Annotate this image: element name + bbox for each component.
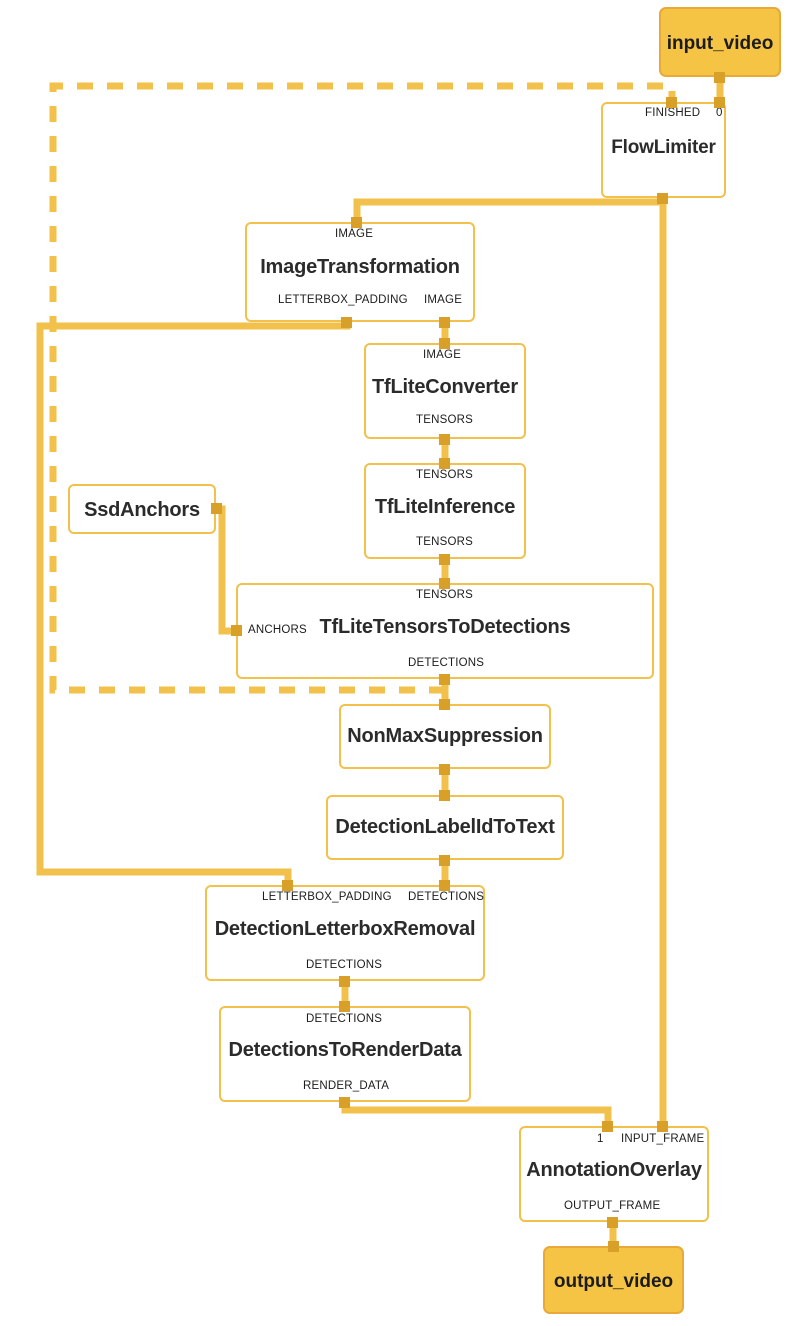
- port-label-annotationoverlay-input-frame: INPUT_FRAME: [621, 1133, 705, 1145]
- node-title-detection-letterbox-removal: DetectionLetterboxRemoval: [214, 918, 476, 940]
- port-label-imagetransformation-letterbox-padding: LETTERBOX_PADDING: [278, 294, 408, 306]
- port-label-tensorstodetections-tensors: TENSORS: [416, 589, 473, 601]
- stream-node-output-video[interactable]: output_video: [543, 1246, 684, 1314]
- node-title-detection-label-id-to-text: DetectionLabelIdToText: [335, 816, 555, 838]
- node-title-annotation-overlay: AnnotationOverlay: [526, 1159, 702, 1181]
- pad-nonmaxsuppression-in: [439, 699, 450, 710]
- node-non-max-suppression[interactable]: NonMaxSuppression: [339, 704, 551, 769]
- pad-renderdata-in: [339, 1001, 350, 1012]
- port-label-tfliteconverter-tensors: TENSORS: [416, 414, 473, 426]
- port-label-annotationoverlay-1: 1: [597, 1133, 604, 1145]
- node-annotation-overlay[interactable]: AnnotationOverlay: [519, 1126, 709, 1222]
- pad-imagetransformation-image-in: [351, 217, 362, 228]
- pad-tensorstodetections-detections-out: [439, 674, 450, 685]
- edge-finished-feedback: [49, 82, 676, 694]
- pad-renderdata-out: [339, 1097, 350, 1108]
- stream-label-input-video: input_video: [666, 33, 774, 54]
- pad-input-video-out: [714, 72, 725, 83]
- port-label-tfliteconverter-image: IMAGE: [423, 349, 462, 361]
- pad-annotationoverlay-1-in: [602, 1121, 613, 1132]
- node-detections-to-render-data[interactable]: DetectionsToRenderData: [219, 1006, 471, 1102]
- port-label-renderdata-detections-in: DETECTIONS: [306, 1013, 383, 1025]
- pad-output-video-in: [608, 1241, 619, 1252]
- node-title-detections-to-render-data: DetectionsToRenderData: [228, 1039, 462, 1061]
- port-label-flowlimiter-finished: FINISHED: [645, 107, 701, 119]
- node-ssd-anchors[interactable]: SsdAnchors: [68, 484, 216, 534]
- pad-imagetransformation-letterbox-padding: [341, 317, 352, 328]
- port-label-imagetransformation-image-out: IMAGE: [424, 294, 463, 306]
- node-title-tflite-inference: TfLiteInference: [374, 496, 516, 518]
- port-label-tensorstodetections-detections: DETECTIONS: [408, 657, 485, 669]
- pad-ssdanchors-out: [211, 503, 222, 514]
- pad-tfliteinference-in: [439, 458, 450, 469]
- stream-label-output-video: output_video: [553, 1271, 674, 1292]
- port-label-flowlimiter-0: 0: [716, 107, 723, 119]
- port-label-letterboxremoval-detections-in: DETECTIONS: [408, 891, 485, 903]
- node-title-tflite-tensors-to-detections: TfLiteTensorsToDetections: [319, 616, 571, 638]
- port-label-tensorstodetections-anchors: ANCHORS: [248, 624, 307, 636]
- port-label-imagetransformation-image-in: IMAGE: [335, 228, 374, 240]
- edge-ssdanchors-to-anchors: [216, 505, 236, 635]
- edge-renderdata-to-annotationoverlay: [341, 1102, 612, 1126]
- port-label-annotationoverlay-output-frame: OUTPUT_FRAME: [564, 1200, 661, 1212]
- node-title-image-transformation: ImageTransformation: [260, 256, 460, 278]
- node-title-tflite-converter: TfLiteConverter: [372, 376, 518, 398]
- pad-tfliteconverter-out: [439, 434, 450, 445]
- pad-flowlimiter-out: [657, 193, 668, 204]
- node-image-transformation[interactable]: ImageTransformation: [245, 222, 475, 322]
- pad-annotationoverlay-input-frame-in: [657, 1121, 668, 1132]
- port-label-letterboxremoval-letterbox-padding: LETTERBOX_PADDING: [262, 891, 392, 903]
- pad-tfliteinference-out: [439, 554, 450, 565]
- port-label-tfliteinference-tensors-out: TENSORS: [416, 536, 473, 548]
- stream-node-input-video[interactable]: input_video: [659, 7, 781, 77]
- node-title-non-max-suppression: NonMaxSuppression: [347, 725, 543, 747]
- pad-tensorstodetections-tensors-in: [439, 578, 450, 589]
- pad-imagetransformation-image-out: [439, 317, 450, 328]
- port-label-letterboxremoval-detections-out: DETECTIONS: [306, 959, 383, 971]
- node-flow-limiter[interactable]: FlowLimiter: [601, 102, 726, 198]
- node-detection-label-id-to-text[interactable]: DetectionLabelIdToText: [326, 795, 564, 860]
- node-title-flow-limiter: FlowLimiter: [611, 137, 716, 158]
- pad-labelidtotext-in: [439, 790, 450, 801]
- node-tflite-tensors-to-detections[interactable]: TfLiteTensorsToDetections: [236, 583, 654, 679]
- pad-labelidtotext-out: [439, 855, 450, 866]
- node-title-ssd-anchors: SsdAnchors: [84, 499, 200, 521]
- pad-tensorstodetections-anchors-in: [231, 625, 242, 636]
- edge-flowlimiter-to-imagetransformation: [353, 198, 667, 222]
- port-label-tfliteinference-tensors-in: TENSORS: [416, 469, 473, 481]
- pad-flowlimiter-0: [714, 97, 725, 108]
- pad-flowlimiter-finished: [666, 97, 677, 108]
- pad-letterboxremoval-detections-out: [339, 976, 350, 987]
- pad-annotationoverlay-out: [607, 1217, 618, 1228]
- node-detection-letterbox-removal[interactable]: DetectionLetterboxRemoval: [205, 885, 485, 981]
- pad-letterboxremoval-detections-in: [439, 880, 450, 891]
- pad-letterboxremoval-padding-in: [282, 880, 293, 891]
- port-label-renderdata-render-data-out: RENDER_DATA: [303, 1080, 390, 1092]
- pad-nonmaxsuppression-out: [439, 764, 450, 775]
- node-tflite-inference[interactable]: TfLiteInference: [364, 463, 526, 559]
- pad-tfliteconverter-in: [439, 338, 450, 349]
